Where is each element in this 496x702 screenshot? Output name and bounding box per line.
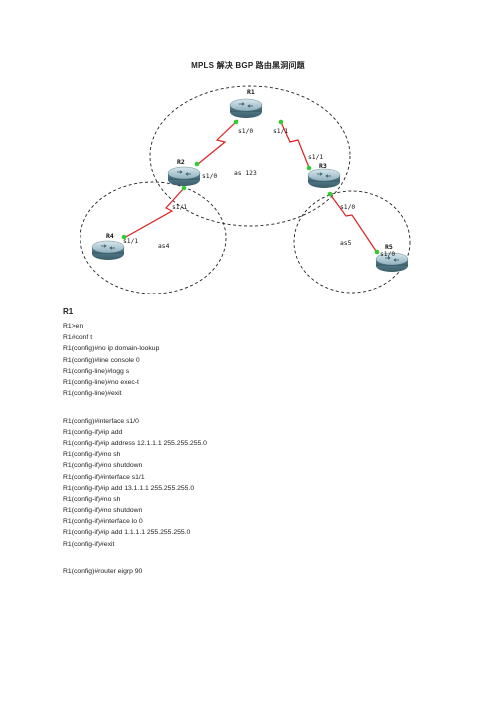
area-label-as5: as5 (340, 240, 352, 247)
interface-label-r3-s1-1: s1/1 (308, 154, 323, 161)
config-line: R1>en (63, 323, 84, 330)
config-line: R1(config)#interface s1/0 (63, 417, 139, 425)
interface-label-r2-s1-1: s1/1 (172, 204, 187, 211)
config-line: R1#conf t (63, 334, 93, 342)
config-line: R1(config-if)#exit (63, 540, 115, 548)
area-label-as4: as4 (158, 243, 170, 250)
section-title: R1 (63, 307, 74, 316)
config-line: R1(config-if)#no sh (63, 495, 121, 503)
endpoint-r3-s1-1 (306, 165, 312, 171)
config-line: R1(config-if)#interface s1/1 (63, 473, 145, 481)
interface-label-r3-s1-0: s1/0 (340, 204, 355, 211)
endpoint-r2-s1-1 (181, 185, 187, 191)
router-r2-label: R2 (177, 158, 185, 166)
blank-line (63, 399, 423, 416)
page-title: MPLS 解决 BGP 路由黑洞问题 (191, 61, 305, 70)
interface-label-r2-s1-0: s1/0 (202, 173, 217, 180)
link-r1-r3 (279, 119, 311, 171)
endpoint-r1-s1-1 (278, 119, 284, 125)
blank-line (63, 550, 423, 567)
config-line: R1(config)#router eigrp 90 (63, 568, 143, 576)
config-line: R1(config-if)#no shutdown (63, 462, 143, 470)
config-line: R1(config-if)#ip address 12.1.1.1 255.25… (63, 440, 207, 448)
interface-label-r4-s1-1: s1/1 (123, 238, 138, 245)
router-r3-icon[interactable] (307, 168, 341, 188)
config-line: R1(config-if)#ip add 1.1.1.1 255.255.255… (63, 529, 191, 537)
config-line: R1(config-if)#no sh (63, 451, 121, 459)
link-r1-r2 (197, 119, 239, 165)
config-line: R1(config-line)#no exec-t (63, 378, 139, 386)
router-r1-icon[interactable] (229, 98, 263, 118)
config-command-list: R1>en R1#conf t R1(config)#no ip domain-… (63, 321, 423, 577)
config-line: R1(config-if)#ip add (63, 428, 123, 436)
endpoint-r3-s1-0 (327, 191, 333, 197)
interface-label-r1-s1-0: s1/0 (238, 128, 253, 135)
config-line: R1(config)#no ip domain-lookup (63, 345, 160, 353)
router-r1-label: R1 (247, 88, 255, 96)
area-as5-boundary (293, 190, 411, 294)
endpoint-r4-s1-1 (121, 234, 127, 240)
endpoint-r1-s1-0 (233, 119, 239, 125)
link-r3-r5 (329, 193, 379, 255)
endpoint-r2-s1-0 (194, 161, 200, 167)
area-as4-boundary (80, 181, 227, 294)
config-line: R1(config-if)#interface lo 0 (63, 518, 143, 526)
link-r2-r4 (123, 187, 185, 239)
router-r4-label: R4 (106, 232, 114, 240)
config-line: R1(config)#line console 0 (63, 356, 140, 364)
router-r5-label: R5 (385, 243, 393, 251)
config-line: R1(config-line)#exit (63, 390, 122, 398)
network-topology-diagram: R1 R2 R3 R4 R5 s1/0 s1/1 s1/0 s1/1 s1/1 … (80, 85, 411, 294)
endpoint-r5-s1-0 (374, 249, 380, 255)
area-label-as123: as 123 (234, 170, 257, 177)
config-line: R1(config-line)#logg s (63, 367, 130, 375)
config-line: R1(config-if)#no shutdown (63, 507, 143, 515)
router-r2-icon[interactable] (167, 166, 201, 186)
router-r4-icon[interactable] (91, 240, 125, 260)
interface-label-r1-s1-1: s1/1 (273, 128, 288, 135)
config-line: R1(config-if)#ip add 13.1.1.1 255.255.25… (63, 484, 195, 492)
router-r3-label: R3 (319, 162, 327, 170)
interface-label-r5-s1-0: s1/0 (380, 251, 395, 258)
router-r5-icon[interactable] (375, 252, 409, 272)
area-as123-boundary (149, 85, 351, 227)
